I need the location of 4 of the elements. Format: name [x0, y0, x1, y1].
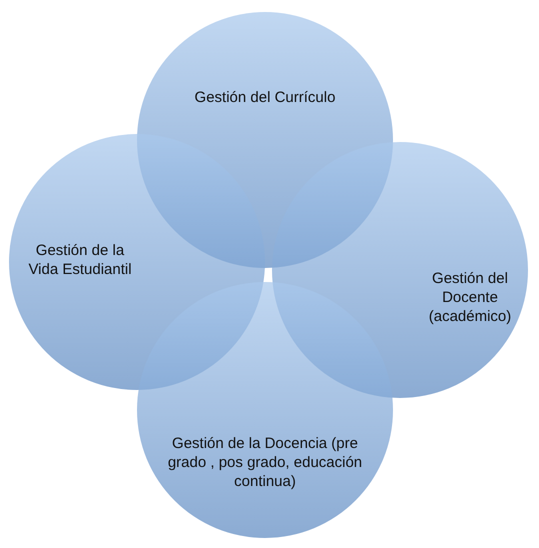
circle-label: Gestión de la Docencia (pre grado , pos grado, educación continua) [166, 434, 364, 491]
circle-label: Gestión de la Vida Estudiantil [27, 241, 133, 279]
circle-label: Gestión del Docente (académico) [428, 269, 512, 326]
circle-label: Gestión del Currículo [194, 88, 336, 107]
